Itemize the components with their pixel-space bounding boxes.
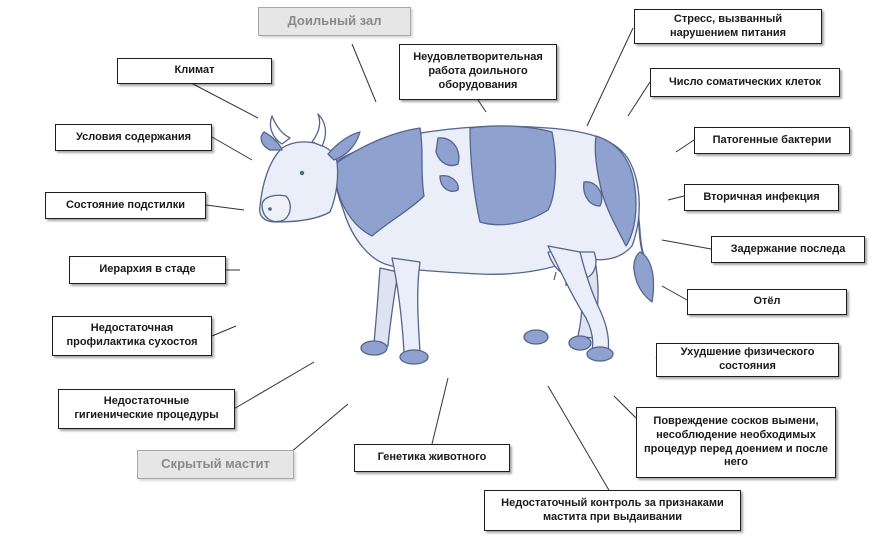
label-animal-genetics: Генетика животного xyxy=(354,444,510,472)
label-bedding-condition: Состояние подстилки xyxy=(45,192,206,219)
label-mastitis-control: Недостаточный контроль за признаками мас… xyxy=(484,490,741,531)
label-secondary-infection: Вторичная инфекция xyxy=(684,184,839,211)
label-climate: Климат xyxy=(117,58,272,84)
label-placenta-retention: Задержание последа xyxy=(711,236,865,263)
label-milking-parlor: Доильный зал xyxy=(258,7,411,36)
cow-illustration xyxy=(258,113,655,365)
label-nutrition-stress: Стресс, вызванный нарушением питания xyxy=(634,9,822,44)
label-calving: Отёл xyxy=(687,289,847,315)
label-milking-equipment: Неудовлетворительная работа доильного об… xyxy=(399,44,557,100)
label-herd-hierarchy: Иерархия в стаде xyxy=(69,256,226,284)
label-pathogenic-bacteria: Патогенные бактерии xyxy=(694,127,850,154)
label-teat-damage: Повреждение сосков вымени, несоблюдение … xyxy=(636,407,836,478)
label-hygiene-procedures: Недостаточные гигиенические процедуры xyxy=(58,389,235,429)
label-physical-condition: Ухудшение физического состояния xyxy=(656,343,839,377)
label-housing-conditions: Условия содержания xyxy=(55,124,212,151)
label-subclinical-mastitis: Скрытый мастит xyxy=(137,450,294,479)
label-somatic-cells: Число соматических клеток xyxy=(650,68,840,97)
label-dry-period-prophylaxis: Недостаточная профилактика сухостоя xyxy=(52,316,212,356)
